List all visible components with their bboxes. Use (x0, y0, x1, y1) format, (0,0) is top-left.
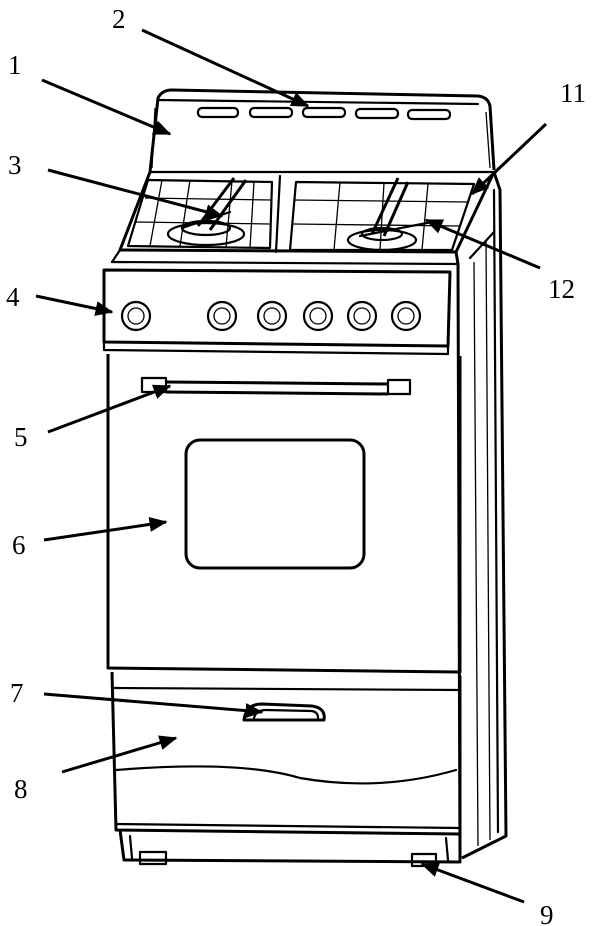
leader-lines (35, 28, 548, 904)
leader-line-1 (41, 78, 172, 136)
backguard (148, 88, 496, 174)
callout-labels: 1 2 3 4 5 6 7 8 9 11 12 (6, 4, 586, 926)
callout-label-5: 5 (14, 422, 28, 452)
oven-body (106, 354, 462, 674)
leader-line-6 (43, 516, 168, 542)
control-knob (302, 300, 334, 332)
leveling-foot-left (138, 850, 168, 866)
control-knob (256, 300, 288, 332)
right-burner (346, 177, 434, 252)
base (118, 829, 462, 868)
callout-label-9: 9 (540, 900, 554, 926)
control-knob (120, 300, 152, 332)
leader-line-7 (43, 692, 264, 719)
callout-label-6: 6 (12, 530, 26, 560)
oven-window (184, 438, 366, 570)
oven-handle (140, 376, 412, 396)
control-knob (390, 300, 422, 332)
callout-label-12: 12 (548, 274, 575, 304)
control-knobs (120, 300, 422, 332)
leader-line-8 (61, 735, 178, 774)
callout-label-8: 8 (14, 774, 28, 804)
cooktop (110, 171, 496, 266)
callout-label-1: 1 (8, 50, 22, 80)
left-burner (166, 177, 248, 247)
left-grate (126, 178, 274, 250)
control-knob (206, 300, 238, 332)
leader-line-12 (424, 218, 541, 270)
control-panel (102, 268, 452, 356)
callout-label-4: 4 (6, 282, 20, 312)
callout-label-3: 3 (8, 150, 22, 180)
callout-label-2: 2 (112, 4, 126, 34)
leader-line-9 (420, 862, 525, 904)
leader-line-2 (141, 28, 310, 108)
leader-line-3 (47, 168, 224, 220)
leader-line-4 (35, 294, 114, 316)
callout-label-11: 11 (560, 78, 586, 108)
storage-drawer (110, 671, 462, 836)
side-panel (454, 171, 508, 860)
leader-line-11 (470, 122, 548, 196)
stove-illustration (102, 88, 508, 868)
backguard-vents (196, 106, 452, 121)
leader-line-5 (47, 384, 172, 434)
control-knob (346, 300, 378, 332)
callout-label-7: 7 (10, 678, 24, 708)
